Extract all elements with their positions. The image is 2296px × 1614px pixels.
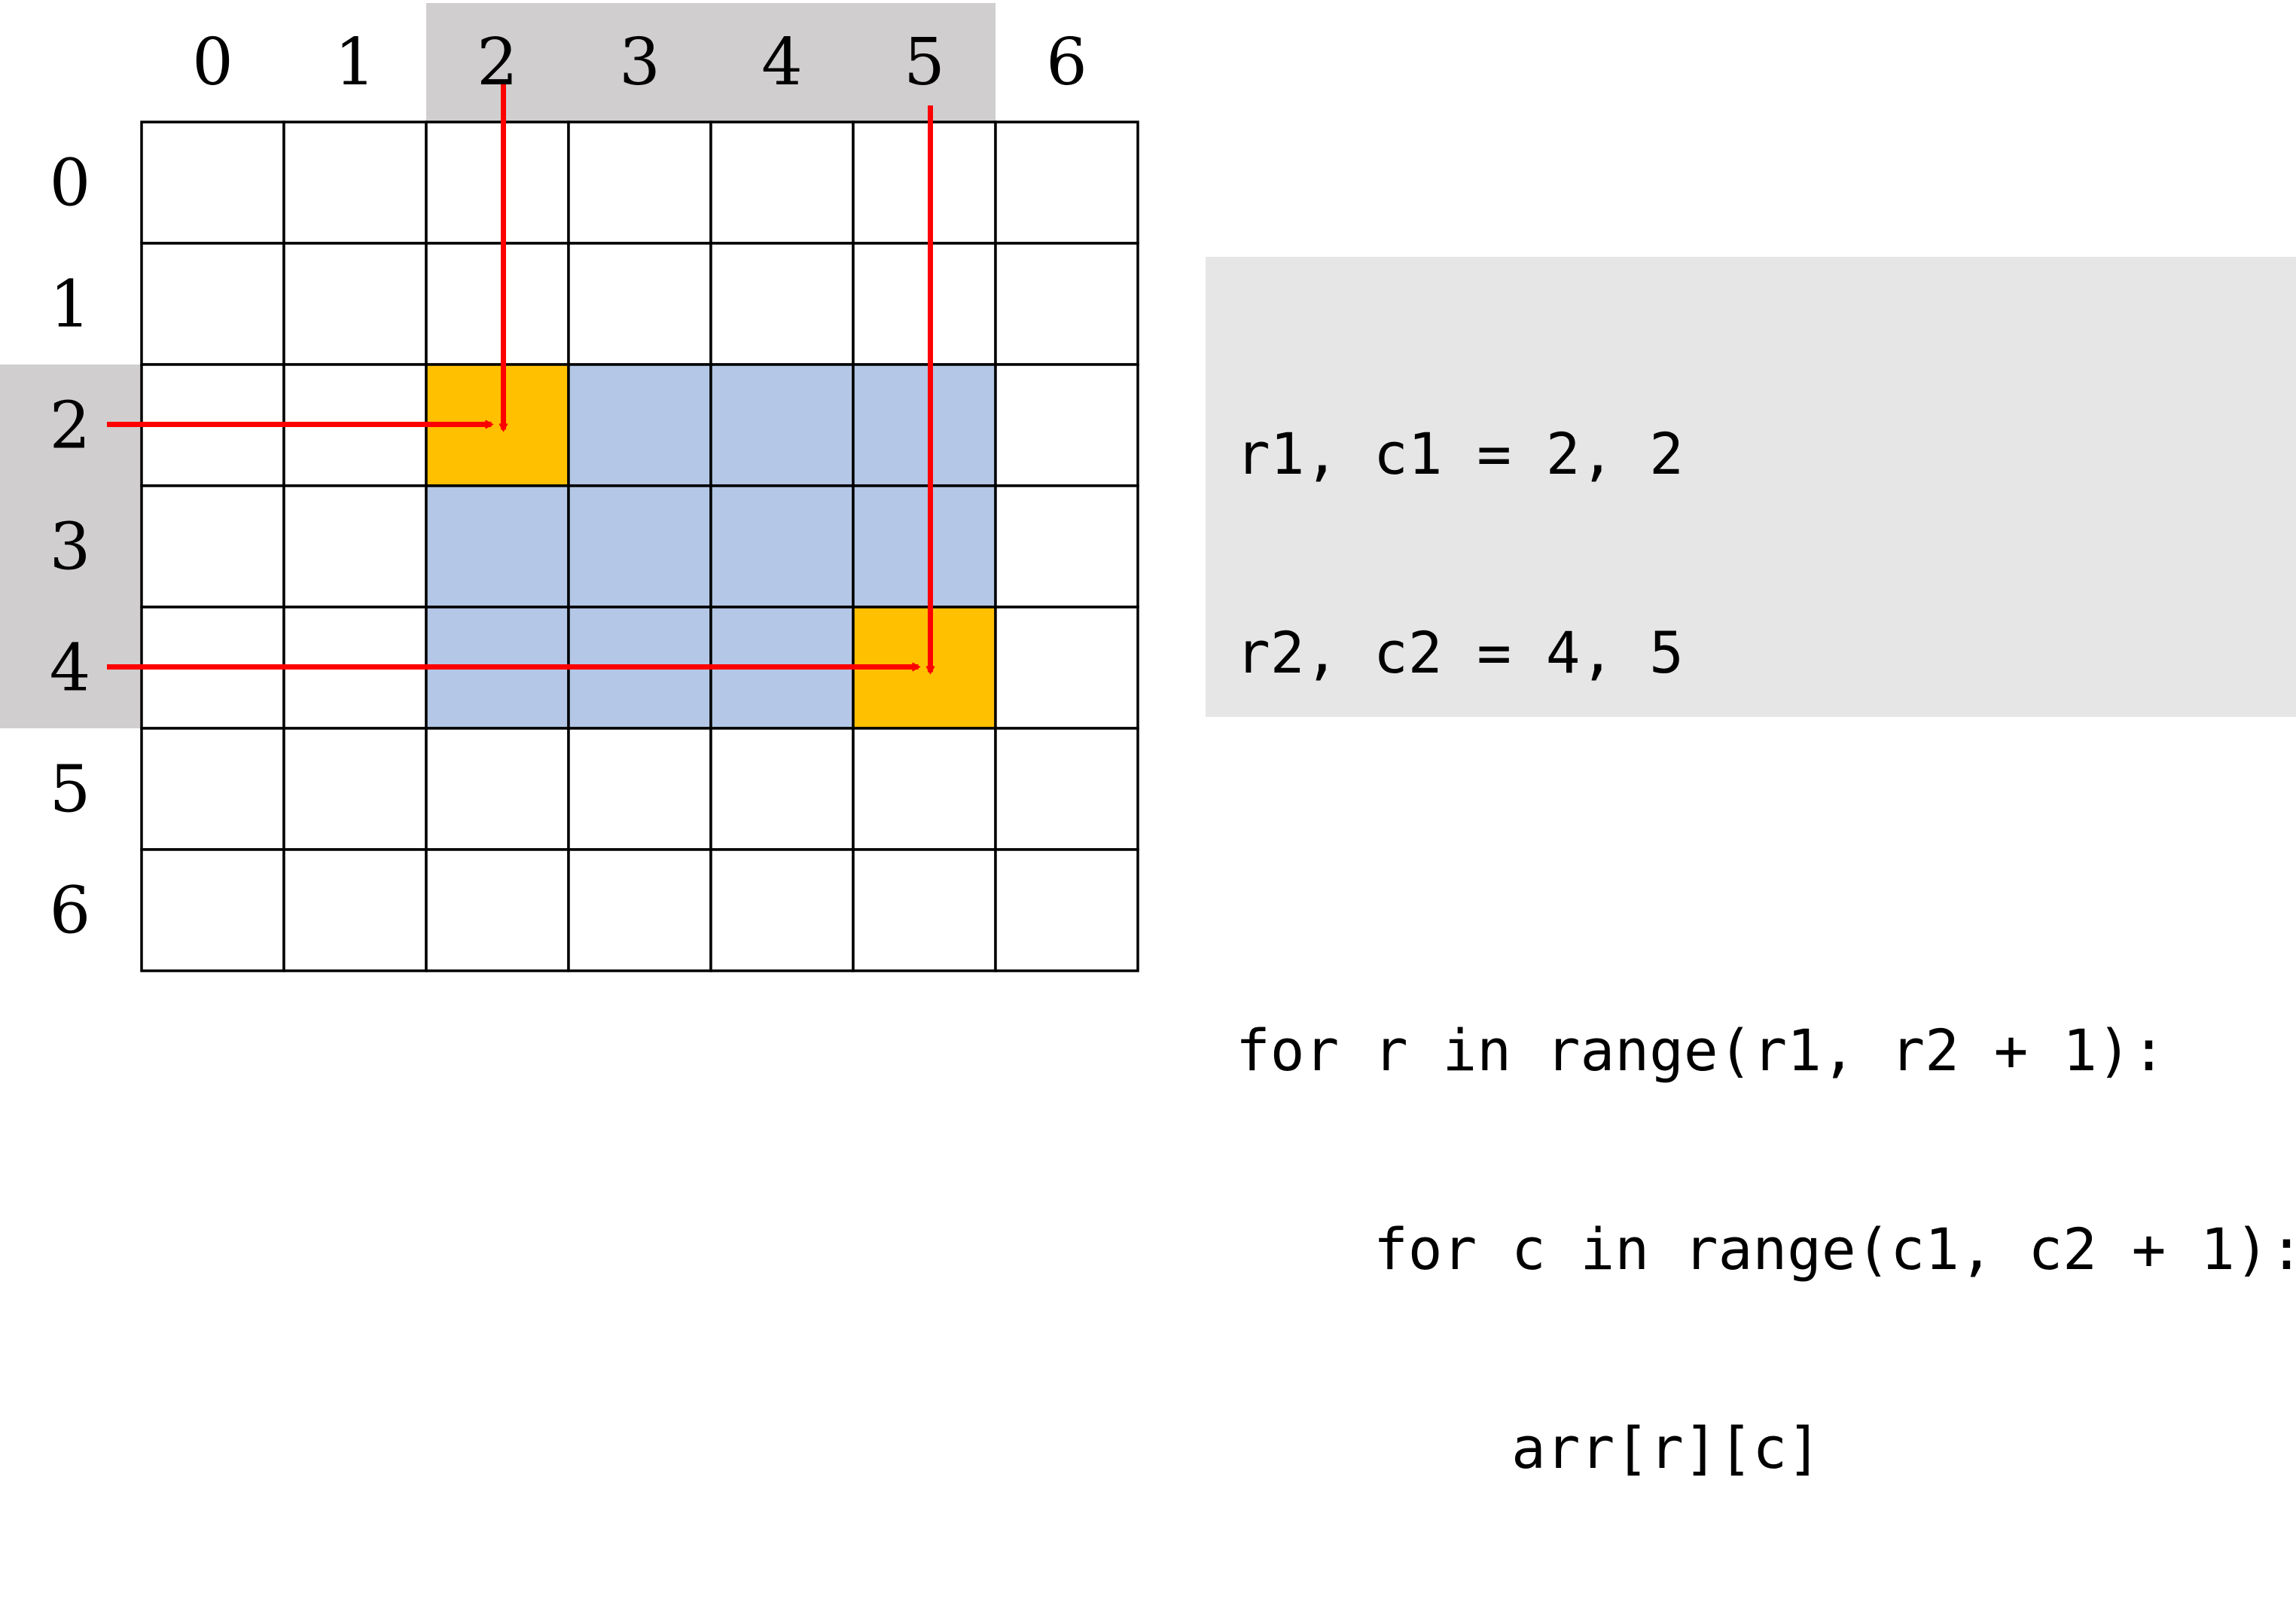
row-label: 4	[50, 631, 91, 706]
grid-cell	[140, 484, 285, 609]
grid-cell	[567, 242, 712, 366]
row-label: 3	[50, 510, 91, 585]
column-label: 5	[904, 25, 945, 100]
row-label: 0	[50, 146, 91, 221]
code-line-2: r2, c2 = 4, 5	[1236, 619, 1684, 686]
grid-cell	[709, 242, 855, 366]
arrows	[107, 84, 931, 673]
column-label: 4	[761, 25, 803, 100]
code-line-1: r1, c1 = 2, 2	[1236, 420, 1684, 487]
grid-cell	[282, 727, 428, 851]
grid-cell	[709, 121, 855, 245]
grid-cell	[709, 727, 855, 851]
code-block: r1, c1 = 2, 2 r2, c2 = 4, 5 for r in ran…	[1236, 288, 2296, 1614]
column-label: 3	[619, 25, 660, 100]
grid-cell	[994, 363, 1139, 487]
range-cell	[852, 484, 997, 609]
column-label: 0	[192, 25, 233, 100]
grid-cell	[852, 727, 997, 851]
range-cell	[709, 484, 855, 609]
grid-cell	[852, 121, 997, 245]
range-cell	[425, 484, 570, 609]
grid-cell	[282, 484, 428, 609]
grid-cell	[994, 727, 1139, 851]
grid-cell	[567, 848, 712, 972]
column-header-band	[426, 3, 996, 122]
grid-cell	[994, 121, 1139, 245]
row-label: 5	[50, 752, 91, 828]
grid-cell	[425, 848, 570, 972]
code-line-3	[1236, 819, 2296, 885]
column-label: 2	[477, 25, 518, 100]
range-cell	[852, 363, 997, 487]
column-labels: 0 1 2 3 4 5 6	[192, 25, 1087, 100]
row-label: 1	[50, 267, 91, 343]
grid-cell	[425, 121, 570, 245]
row-labels: 0 1 2 3 4 5 6	[50, 146, 91, 949]
grid-cell	[140, 121, 285, 245]
grid-cell	[282, 242, 428, 366]
range-cell	[709, 363, 855, 487]
row-label: 2	[50, 389, 91, 464]
code-line-6: arr[r][c]	[1236, 1414, 1822, 1481]
grid-cell	[425, 242, 570, 366]
grid-cells	[140, 121, 1139, 972]
grid-cell	[425, 727, 570, 851]
code-line-5: for c in range(c1, c2 + 1):	[1236, 1216, 2296, 1283]
grid-cell	[140, 727, 285, 851]
range-cell	[567, 363, 712, 487]
code-panel: r1, c1 = 2, 2 r2, c2 = 4, 5 for r in ran…	[1206, 257, 2296, 1481]
grid-cell	[994, 606, 1139, 730]
grid-cell	[140, 242, 285, 366]
code-line-4: for r in range(r1, r2 + 1):	[1236, 1017, 2166, 1084]
range-cell	[567, 484, 712, 609]
grid-cell	[709, 848, 855, 972]
grid-cell	[852, 848, 997, 972]
grid-cell	[994, 484, 1139, 609]
grid-cell	[994, 242, 1139, 366]
grid-cell	[567, 727, 712, 851]
grid-cell	[282, 121, 428, 245]
grid-cell	[994, 848, 1139, 972]
column-label: 6	[1046, 25, 1087, 100]
grid-cell	[852, 242, 997, 366]
column-label: 1	[334, 25, 376, 100]
grid-cell	[282, 848, 428, 972]
grid-diagram: 0 1 2 3 4 5 6 0 1 2 3 4 5 6	[0, 3, 1139, 972]
grid-cell	[567, 121, 712, 245]
row-label: 6	[50, 874, 91, 949]
grid-cell	[140, 848, 285, 972]
